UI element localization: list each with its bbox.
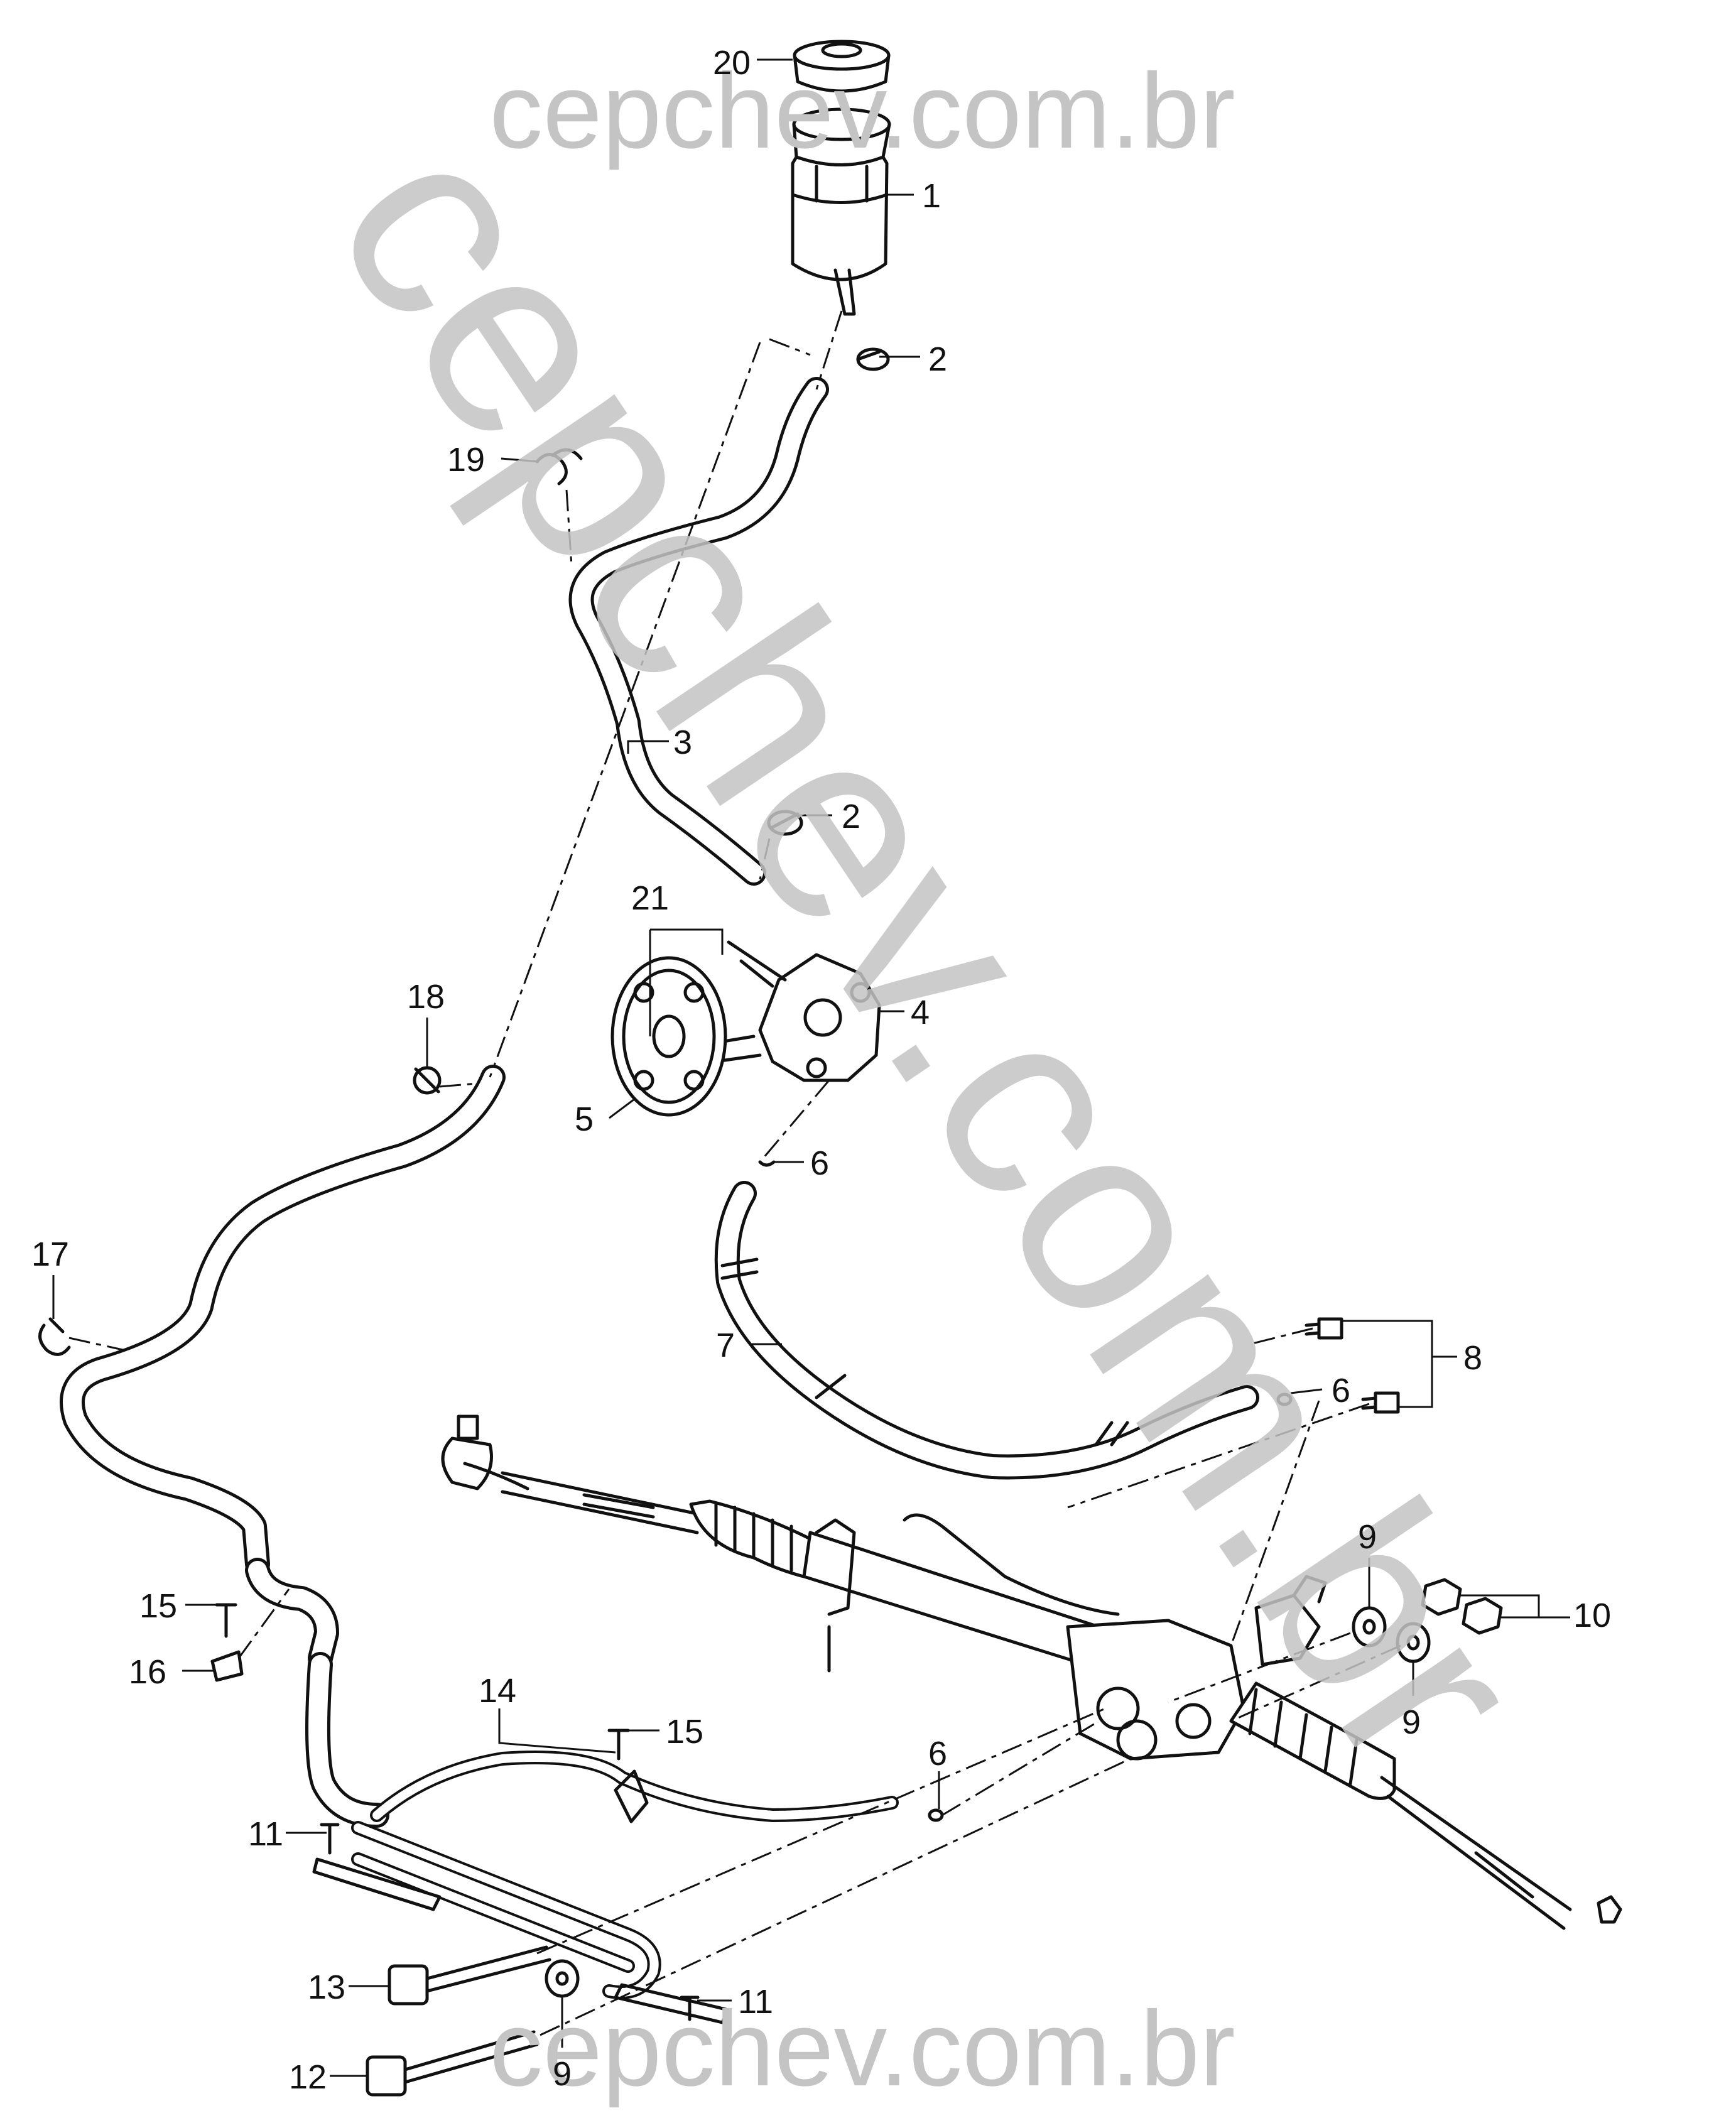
callout-16: 16 [129, 1653, 166, 1691]
pressure-hose [714, 1181, 1259, 1480]
pipe-bracket-right [614, 1983, 730, 2024]
bolt-11-left [320, 1823, 340, 1855]
bolt-15-left [215, 1603, 237, 1638]
callout-20: 20 [713, 44, 751, 82]
fluid-reservoir [791, 107, 891, 316]
seal-6-right [1276, 1393, 1293, 1406]
return-line-long [60, 1065, 506, 1828]
bolt-13 [388, 1945, 551, 2006]
nut-10-upper [1421, 1578, 1462, 1616]
seal-6-bottom [928, 1808, 944, 1822]
seal-6-upper [758, 1160, 776, 1167]
nut-10-lower [1462, 1597, 1503, 1635]
callout-19: 19 [447, 441, 485, 479]
hose-clamp-lower [767, 810, 803, 836]
callout-11-right: 11 [738, 1983, 773, 2021]
callout-17: 17 [31, 1235, 69, 1273]
hose-clamp-18 [413, 1066, 442, 1095]
watermark-top: cepchev.com.br [489, 52, 1235, 171]
return-hose [568, 377, 829, 886]
power-steering-pump [714, 940, 881, 1082]
steering-rack [441, 1414, 1622, 1930]
callout-6-upper: 6 [810, 1144, 829, 1182]
watermark-bottom: cepchev.com.br [489, 1989, 1235, 2109]
callout-2-lower: 2 [842, 798, 860, 835]
washer-9-bottom [545, 1959, 580, 1998]
callout-13: 13 [308, 1968, 345, 2006]
assembly-lines [68, 310, 1401, 2036]
callout-15-right: 15 [666, 1713, 703, 1751]
callout-15-left: 15 [139, 1587, 177, 1625]
callout-10: 10 [1573, 1597, 1611, 1634]
callout-14: 14 [479, 1672, 516, 1710]
callout-5: 5 [575, 1100, 594, 1138]
bolt-8-upper [1305, 1317, 1343, 1340]
callout-1: 1 [922, 177, 941, 215]
callout-9-right: 9 [1402, 1703, 1421, 1741]
clip-16 [210, 1650, 244, 1682]
bolt-15-right [607, 1729, 630, 1761]
bolt-11-right [680, 1995, 700, 2021]
leader-lines [52, 58, 1570, 2077]
callout-3: 3 [673, 724, 692, 761]
reservoir-cap [793, 40, 891, 93]
callouts: 20 1 2 19 3 2 21 4 18 5 6 17 7 8 6 9 10 … [31, 44, 1611, 2096]
bolt-8-lower [1361, 1391, 1400, 1414]
callout-18: 18 [407, 978, 445, 1016]
pump-pulley [610, 956, 727, 1117]
cooler-pipe [351, 1751, 899, 1999]
pipe-bracket-left [312, 1857, 442, 1911]
hose-clamp-upper [856, 347, 890, 371]
callout-6-right: 6 [1332, 1372, 1350, 1409]
callout-2-upper: 2 [928, 340, 947, 378]
callout-21: 21 [631, 879, 669, 917]
hose-clamp-17 [38, 1317, 71, 1356]
callout-11-left: 11 [248, 1815, 283, 1853]
callout-4: 4 [911, 994, 930, 1031]
callout-12: 12 [289, 2058, 327, 2096]
callout-6-bottom: 6 [928, 1735, 947, 1773]
callout-9-bottom: 9 [553, 2055, 572, 2093]
callout-8: 8 [1463, 1339, 1482, 1377]
hose-clamp-19 [535, 448, 583, 486]
callout-9-upper: 9 [1358, 1518, 1377, 1556]
callout-7: 7 [716, 1327, 735, 1364]
